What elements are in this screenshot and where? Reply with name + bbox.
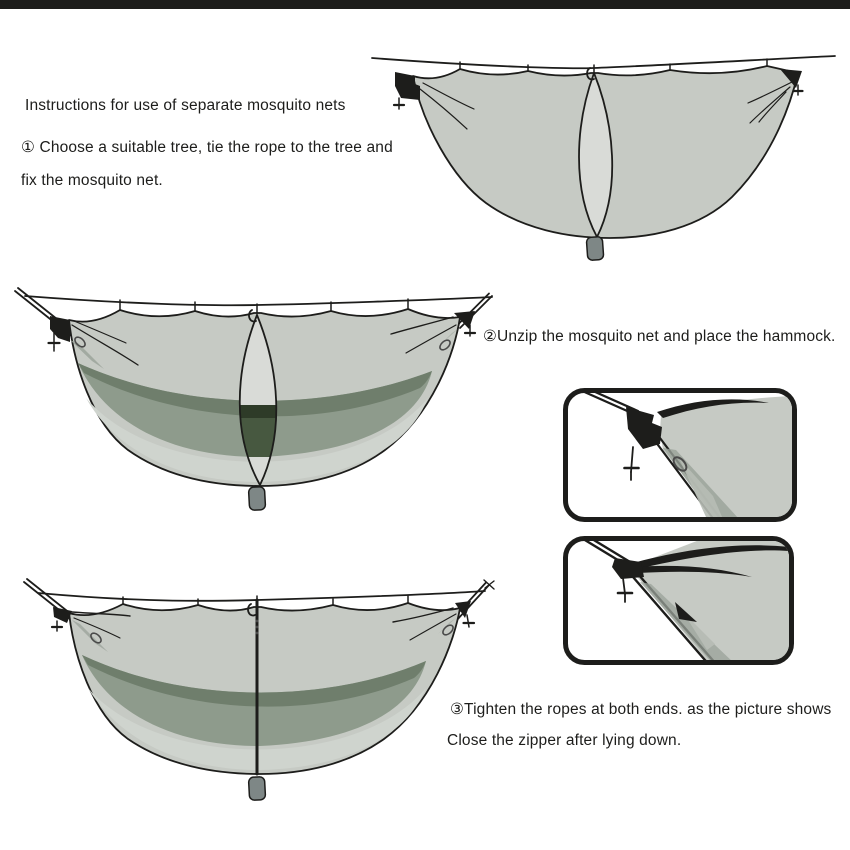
net-tie-loops <box>122 595 409 609</box>
toggle-knot-right <box>463 324 477 337</box>
toggle-knot-left <box>392 97 406 110</box>
carabiner-ring-icon <box>90 632 102 644</box>
detail-crease-upper <box>633 545 789 569</box>
detail-crease-lower <box>634 565 752 577</box>
net-fold-flap <box>679 458 723 517</box>
zipper-pull-icon <box>247 603 256 617</box>
top-divider-bar <box>0 0 850 9</box>
corner-flag-left <box>395 72 420 100</box>
toggle-knot-right <box>792 84 804 96</box>
carabiner-ring-icon <box>672 456 688 472</box>
figure-step3-zipped-net-with-hammock <box>23 578 495 801</box>
step2-line1: ②Unzip the mosquito net and place the ha… <box>483 328 836 345</box>
toggle-knot-left <box>50 620 64 632</box>
ridge-rope <box>24 295 493 307</box>
fabric-creases <box>71 607 457 641</box>
toggle-knot-icon <box>616 577 634 603</box>
corner-knot-left <box>53 607 72 623</box>
toggle-knot-right <box>462 614 476 628</box>
carabiner-ring-icon <box>439 339 451 351</box>
net-tie-loops <box>119 298 409 315</box>
ridge-rope <box>37 590 486 602</box>
drip-tab <box>247 776 267 801</box>
carabiner-ring-icon <box>442 624 454 636</box>
figure-step2-hammock-inside-net <box>14 287 493 511</box>
toggle-knot-left <box>47 332 61 352</box>
detail-crease <box>657 399 769 418</box>
figure-detail-rope-attachment-loose <box>563 388 797 522</box>
zipper-opening <box>579 73 613 237</box>
zipper-pull-icon <box>586 67 595 81</box>
figure-step1-hung-mosquito-net <box>371 55 836 261</box>
step3-line1: ③Tighten the ropes at both ends. as the … <box>450 701 832 718</box>
toggle-knot-icon <box>623 446 640 481</box>
page-title: Instructions for use of separate mosquit… <box>25 97 346 114</box>
rope-knot <box>612 558 644 579</box>
corner-flag-fastener <box>626 407 662 449</box>
corner-knot-right <box>455 601 471 618</box>
drip-tab <box>585 236 605 261</box>
hammock-edge-band <box>78 363 432 417</box>
hammock-edge-band <box>82 655 426 707</box>
corner-flag-right <box>780 69 802 88</box>
figure-detail-rope-attachment-tightened <box>563 536 794 665</box>
zipper-pull-icon <box>248 309 257 323</box>
carabiner-clip <box>675 602 697 622</box>
net-fold-flap <box>683 612 715 650</box>
rope-shadow-left <box>70 340 104 369</box>
step1-line1: ① Choose a suitable tree, tie the rope t… <box>21 139 393 156</box>
net-lower-sheen <box>88 688 426 770</box>
step3-line2: Close the zipper after lying down. <box>447 732 682 749</box>
rope-shadow-left <box>72 620 108 652</box>
step1-line2: fix the mosquito net. <box>21 172 163 189</box>
fabric-creases <box>419 80 795 130</box>
net-lower-sheen <box>86 398 428 482</box>
drip-tab <box>247 486 267 511</box>
fabric-creases <box>71 316 457 366</box>
corner-flag-left <box>50 316 70 342</box>
zipper-bead-chain <box>255 619 259 635</box>
carabiner-ring-icon <box>74 336 86 348</box>
zipper-opening-outline <box>238 312 278 487</box>
